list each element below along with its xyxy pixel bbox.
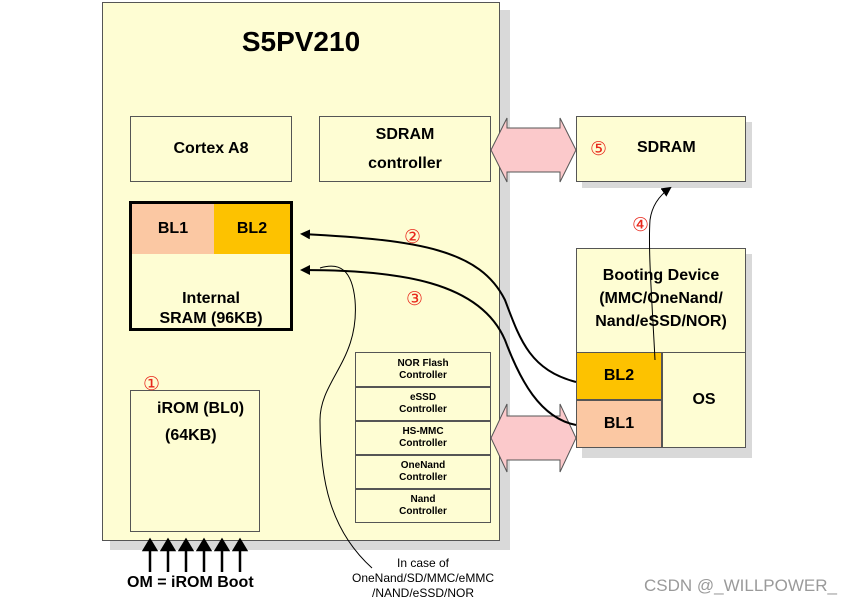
- boot-note-2: OneNand/SD/MMC/eMMC: [351, 571, 495, 585]
- step-3-marker: ③: [406, 289, 424, 310]
- step-1-marker: ①: [143, 374, 161, 395]
- sram-bl2-label: BL2: [236, 220, 268, 237]
- om-boot-label: OM = iROM Boot: [127, 574, 254, 591]
- device-bl1-cell: BL1: [576, 400, 662, 448]
- sram-bl2-cell: BL2: [214, 204, 290, 254]
- note-pointer-curve: [319, 265, 373, 569]
- irom-label-2: (64KB): [165, 427, 217, 444]
- external-sdram-label: SDRAM: [637, 139, 696, 156]
- watermark: CSDN @_WILLPOWER_: [644, 576, 837, 595]
- device-bl1-label: BL1: [603, 415, 635, 432]
- step-4-marker: ④: [632, 215, 650, 236]
- step-2-arrow: [300, 229, 577, 383]
- cortex-a8-block: Cortex A8: [130, 116, 292, 182]
- device-os-cell: OS: [662, 352, 746, 448]
- sram-caption-2: SRAM (96KB): [159, 310, 263, 327]
- om-arrows: [141, 537, 249, 572]
- device-bl2-label: BL2: [603, 367, 635, 384]
- boot-note: In case of OneNand/SD/MMC/eMMC /NAND/eSS…: [330, 556, 516, 601]
- step-5-marker: ⑤: [590, 139, 608, 160]
- boot-note-1: In case of: [396, 556, 450, 570]
- boot-note-3: /NAND/eSSD/NOR: [371, 586, 475, 600]
- sram-caption: Internal SRAM (96KB): [132, 288, 290, 330]
- sdram-bus-arrow: [490, 117, 577, 183]
- irom-block: [130, 390, 260, 532]
- sram-bl1-cell: BL1: [132, 204, 214, 254]
- booting-device-caption-1: Booting Device: [602, 266, 720, 284]
- step-3-arrow: [300, 265, 577, 426]
- step-4-arrow: [648, 186, 672, 361]
- external-sdram-block: [576, 116, 746, 182]
- chip-title: S5PV210: [241, 26, 361, 57]
- device-os-label: OS: [692, 391, 716, 408]
- boot-bus-arrow: [490, 403, 577, 473]
- booting-device-caption: Booting Device (MMC/OneNand/ Nand/eSSD/N…: [576, 262, 746, 334]
- cortex-a8-label: Cortex A8: [173, 140, 249, 157]
- sram-bl1-label: BL1: [157, 220, 189, 237]
- sdram-controller-label-2: controller: [368, 155, 442, 172]
- sram-caption-1: Internal: [182, 290, 240, 307]
- internal-sram-block: BL1 BL2 Internal SRAM (96KB): [129, 201, 293, 331]
- step-2-marker: ②: [404, 227, 422, 248]
- booting-device-caption-2: (MMC/OneNand/: [599, 289, 723, 307]
- irom-label-1: iROM (BL0): [157, 400, 245, 417]
- sdram-controller-label-1: SDRAM: [375, 126, 435, 143]
- device-bl2-cell: BL2: [576, 352, 662, 400]
- sdram-controller-block: SDRAM controller: [319, 116, 491, 182]
- booting-device-caption-3: Nand/eSSD/NOR): [595, 312, 727, 330]
